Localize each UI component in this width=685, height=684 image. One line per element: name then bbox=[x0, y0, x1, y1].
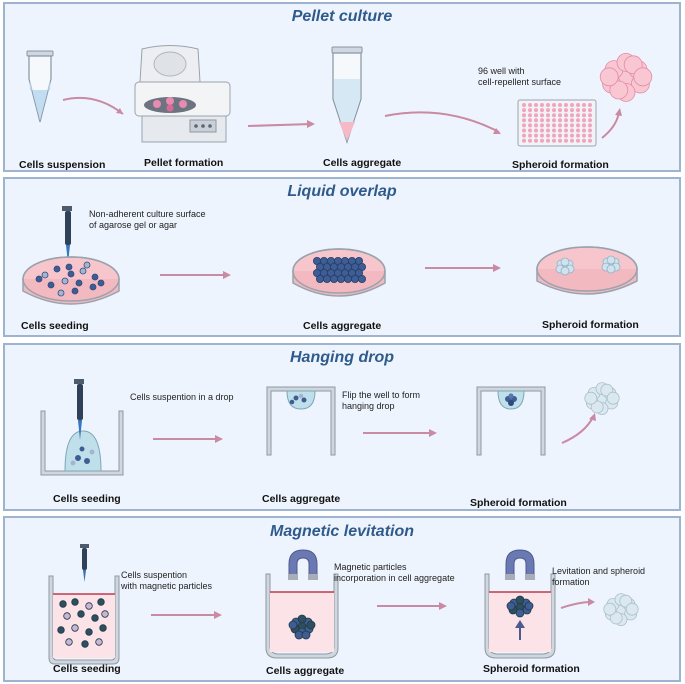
note-line: Levitation and spheroid bbox=[552, 566, 646, 576]
pipette-icon bbox=[80, 544, 89, 582]
arrow-icon bbox=[247, 123, 313, 127]
panel-liquid-overlap: Liquid overlap bbox=[3, 177, 681, 337]
note-line: of agarose gel or agar bbox=[89, 220, 178, 230]
note-line: Magnetic particles bbox=[334, 562, 407, 572]
tube-icon bbox=[26, 50, 54, 123]
label-cells-aggregate: Cells aggregate bbox=[323, 157, 402, 169]
note-line: formation bbox=[552, 577, 590, 587]
petri-dish-icon bbox=[536, 246, 638, 295]
note-magnetic-particles: Cells suspention with magnetic particles bbox=[121, 570, 212, 592]
label-cells-aggregate: Cells aggregate bbox=[262, 493, 341, 505]
magnet-icon bbox=[288, 549, 318, 580]
label-spheroid-formation: Spheroid formation bbox=[512, 159, 609, 171]
arrow-icon bbox=[601, 111, 620, 139]
note-line: with magnetic particles bbox=[121, 581, 213, 591]
note-line: incorporation in cell aggregate bbox=[334, 573, 455, 583]
label-cells-seeding: Cells seeding bbox=[21, 320, 89, 332]
panel-title: Liquid overlap bbox=[287, 183, 397, 200]
arrow-icon bbox=[560, 601, 592, 609]
arrow-icon bbox=[561, 416, 594, 444]
well-icon bbox=[40, 410, 124, 476]
note-drop: Cells suspention in a drop bbox=[130, 392, 234, 403]
label-cells-aggregate: Cells aggregate bbox=[266, 665, 345, 677]
note-line: cell-repellent surface bbox=[478, 77, 562, 87]
label-cells-seeding: Cells seeding bbox=[53, 493, 121, 505]
note-levitation: Levitation and spheroid formation bbox=[552, 566, 645, 588]
label-spheroid-formation: Spheroid formation bbox=[542, 319, 639, 331]
hanging-drop-illustration bbox=[40, 379, 620, 476]
panel-title: Magnetic levitation bbox=[269, 523, 415, 540]
panel-pellet-culture: Pellet culture bbox=[3, 2, 681, 172]
magnet-icon bbox=[505, 549, 535, 580]
note-non-adherent: Non-adherent culture surface of agarose … bbox=[89, 209, 206, 231]
note-line: 96 well with bbox=[478, 66, 525, 76]
spheroid-icon bbox=[584, 382, 620, 415]
note-line: Flip the well to form bbox=[342, 390, 421, 400]
label-cells-suspension: Cells suspension bbox=[19, 159, 106, 171]
label-cells-aggregate: Cells aggregate bbox=[303, 320, 382, 332]
label-spheroid-formation: Spheroid formation bbox=[470, 497, 567, 509]
label-spheroid-formation: Spheroid formation bbox=[483, 663, 580, 675]
culture-tube-icon bbox=[48, 575, 120, 665]
centrifuge-icon bbox=[134, 45, 231, 143]
arrow-icon bbox=[62, 96, 124, 115]
culture-tube-icon bbox=[265, 573, 339, 659]
pipette-icon bbox=[62, 206, 72, 267]
culture-tube-icon bbox=[484, 573, 556, 659]
inverted-well-icon bbox=[266, 386, 336, 456]
note-line: Cells suspention bbox=[121, 570, 188, 580]
pellet-culture-illustration bbox=[26, 45, 653, 147]
inverted-well-icon bbox=[476, 386, 546, 456]
note-well-plate: 96 well with cell-repellent surface bbox=[478, 66, 561, 88]
panel-title: Pellet culture bbox=[291, 8, 393, 25]
panel-hanging-drop: Hanging drop bbox=[3, 343, 681, 511]
label-cells-seeding: Cells seeding bbox=[53, 663, 121, 675]
spheroid-icon bbox=[603, 593, 639, 626]
panel-magnetic-levitation: Magnetic levitation bbox=[3, 516, 681, 682]
note-flip: Flip the well to form hanging drop bbox=[342, 390, 420, 412]
spheroid-icon bbox=[599, 53, 653, 102]
note-line: hanging drop bbox=[342, 401, 395, 411]
arrow-icon bbox=[384, 111, 500, 133]
label-pellet-formation: Pellet formation bbox=[144, 157, 224, 169]
well-plate-icon bbox=[517, 99, 597, 147]
magnetic-levitation-illustration bbox=[48, 544, 639, 665]
tube-icon bbox=[331, 46, 363, 144]
petri-dish-icon bbox=[22, 256, 120, 305]
panel-title: Hanging drop bbox=[290, 349, 394, 366]
petri-dish-icon bbox=[292, 248, 386, 297]
note-line: Non-adherent culture surface bbox=[89, 209, 206, 219]
pipette-icon bbox=[74, 379, 84, 440]
liquid-overlap-illustration bbox=[22, 206, 638, 305]
note-line: Cells suspention in a drop bbox=[130, 392, 234, 402]
note-incorporation: Magnetic particles incorporation in cell… bbox=[334, 562, 455, 584]
